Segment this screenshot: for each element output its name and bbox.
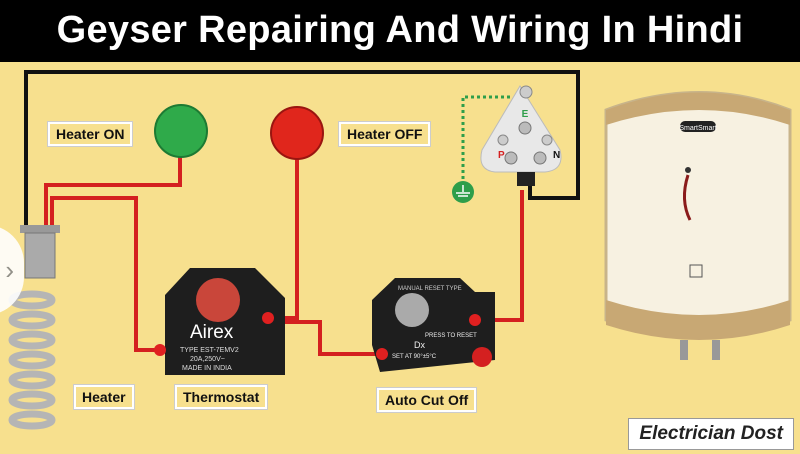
svg-text:SET AT 90°±5°C: SET AT 90°±5°C: [392, 354, 437, 360]
heater-element: [8, 225, 60, 430]
earth-ground-icon: [452, 181, 474, 203]
svg-text:MANUAL RESET TYPE: MANUAL RESET TYPE: [398, 286, 462, 292]
heater-off-lamp: [270, 106, 324, 160]
auto-cut-off-label: Auto Cut Off: [377, 388, 477, 412]
svg-text:TYPE EST-7EMV2: TYPE EST-7EMV2: [180, 347, 239, 354]
socket-plug: E P N: [480, 85, 562, 186]
heater-off-label: Heater OFF: [339, 122, 431, 146]
svg-text:N: N: [553, 150, 560, 161]
heater-on-label: Heater ON: [48, 122, 133, 146]
wire-heater-to-lamp-on: [44, 155, 182, 226]
svg-text:E: E: [522, 109, 529, 120]
svg-text:P: P: [498, 150, 505, 161]
page-title: Geyser Repairing And Wiring In Hindi: [0, 0, 800, 62]
thermostat-label: Thermostat: [175, 385, 268, 409]
svg-text:Dx: Dx: [414, 340, 425, 350]
heater-on-lamp: [154, 104, 208, 158]
water-heater-geyser: SmartSmart: [604, 91, 792, 360]
thermostat-device: Airex TYPE EST-7EMV2 20A,250V~ MADE IN I…: [154, 268, 285, 375]
branding-watermark: Electrician Dost: [628, 418, 794, 450]
wire-heater-to-thermostat: [50, 196, 160, 352]
svg-text:Airex: Airex: [190, 322, 234, 343]
svg-text:SmartSmart: SmartSmart: [679, 125, 716, 132]
svg-text:MADE IN INDIA: MADE IN INDIA: [182, 365, 232, 372]
auto-cut-off-device: MANUAL RESET TYPE PRESS TO RESET Dx SET …: [372, 278, 495, 372]
svg-text:20A,250V~: 20A,250V~: [190, 356, 225, 363]
wire-thermostat-to-cutoff: [268, 320, 382, 356]
neutral-wire: [24, 70, 580, 226]
svg-text:PRESS TO RESET: PRESS TO RESET: [425, 333, 477, 339]
heater-label: Heater: [74, 385, 134, 409]
